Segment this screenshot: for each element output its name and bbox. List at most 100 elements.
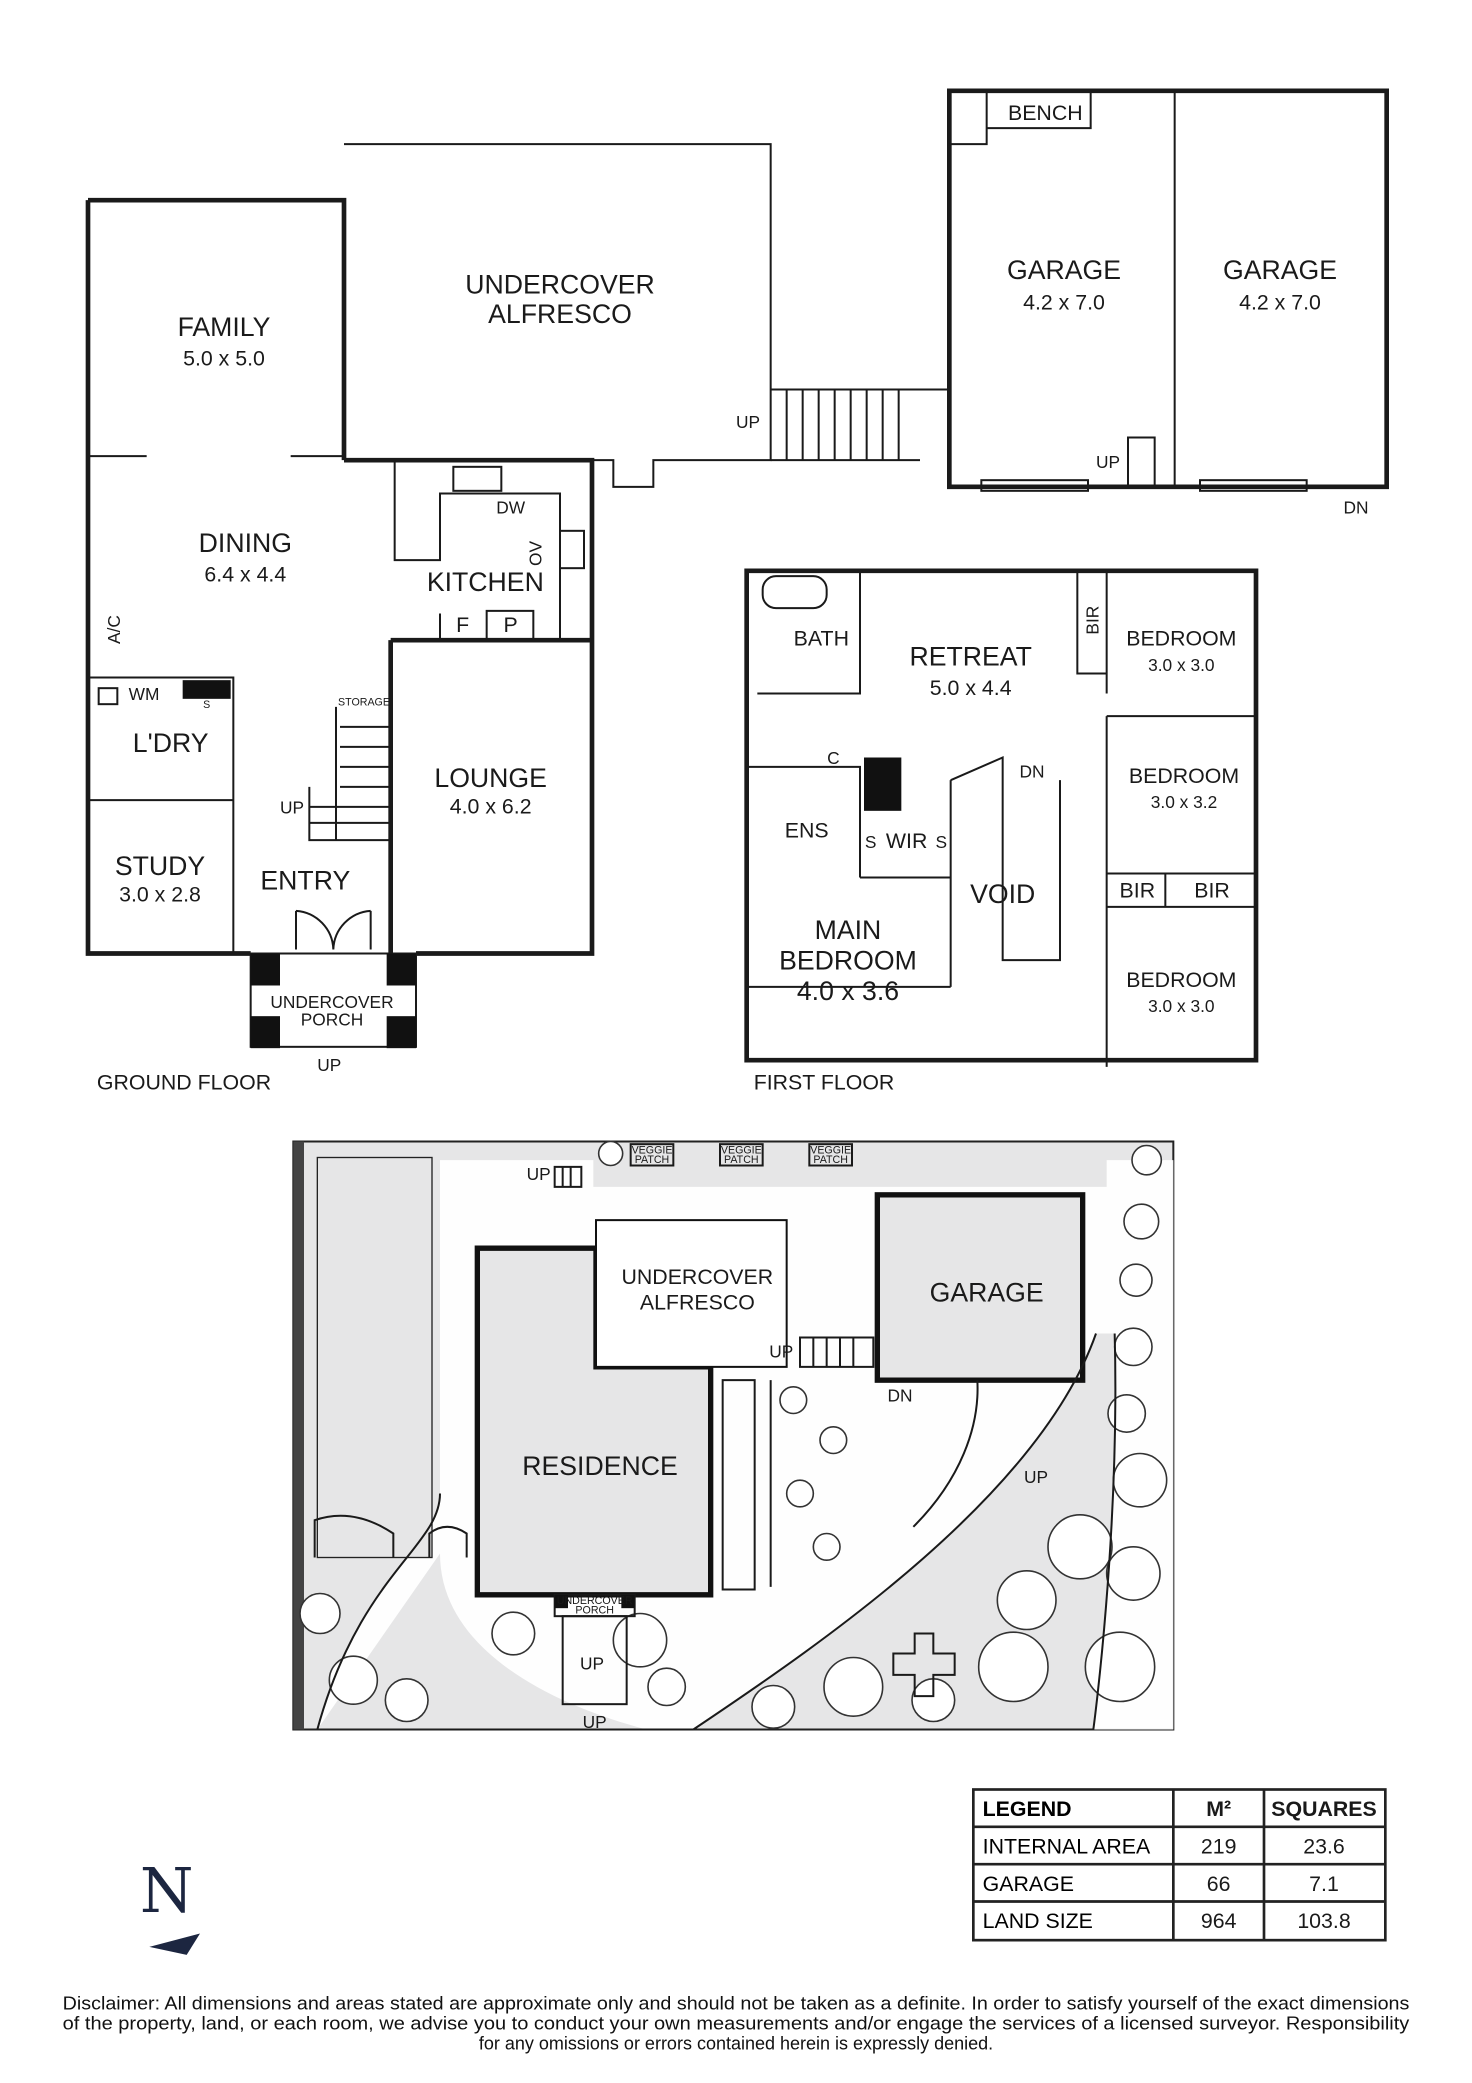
site-porch-label: UNDERCOVER	[557, 1595, 633, 1607]
room-label-bath: BATH	[794, 627, 849, 651]
room-size-bedroom-3: 3.0 x 3.0	[1148, 996, 1214, 1016]
garage-up-label: UP	[1096, 452, 1120, 472]
garage-step	[1127, 436, 1156, 488]
north-compass-icon: N	[140, 1856, 200, 1955]
bir-label-1: BIR	[1083, 606, 1103, 635]
bir-label-3: BIR	[1194, 879, 1230, 903]
fridge-label: F	[456, 613, 469, 637]
site-up-label: UP	[580, 1654, 604, 1674]
room-size-garage-1: 4.2 x 7.0	[1023, 291, 1105, 315]
pantry-fridge	[439, 609, 535, 642]
veggie-label: PATCH	[813, 1154, 848, 1166]
room-label-study: STUDY	[115, 851, 206, 881]
alfresco-footprint	[595, 1219, 788, 1368]
site-up-label: UP	[1024, 1467, 1048, 1487]
site-alfresco-label: UNDERCOVER	[621, 1265, 773, 1289]
site-garage-label: GARAGE	[930, 1278, 1044, 1308]
garage-dn-label: DN	[1343, 498, 1368, 518]
wm-label: WM	[129, 684, 160, 704]
room-label-kitchen: KITCHEN	[427, 567, 544, 597]
storage-label: STORAGE	[338, 697, 390, 709]
laundry-cabinet	[182, 680, 231, 699]
porch-path	[561, 1615, 628, 1706]
legend-row-m2: 219	[1201, 1835, 1237, 1859]
room-size-family: 5.0 x 5.0	[183, 347, 265, 371]
room-label-laundry: L'DRY	[133, 728, 209, 758]
cupboard-label: C	[827, 748, 840, 768]
site-up-label: UP	[527, 1164, 551, 1184]
stairs-outline	[308, 706, 390, 842]
room-label-alfresco-2: ALFRESCO	[488, 299, 632, 329]
room-label-main-bedroom: BEDROOM	[779, 946, 917, 976]
room-label-bedroom-3: BEDROOM	[1126, 968, 1236, 992]
alfresco-steps	[785, 389, 900, 461]
laundry-study-wall	[88, 676, 235, 954]
room-size-lounge: 4.0 x 6.2	[450, 795, 532, 819]
legend-header: LEGEND	[983, 1797, 1072, 1821]
cooktop-icon	[559, 529, 585, 570]
disclaimer-line: of the property, land, or each room, we …	[63, 2014, 1410, 2034]
room-size-dining: 6.4 x 4.4	[204, 563, 286, 587]
site-plan: VEGGIE PATCH VEGGIE PATCH VEGGIE PATCH	[292, 1140, 1175, 1732]
room-label-lounge: LOUNGE	[434, 763, 547, 793]
veggie-label: VEGGIE	[632, 1145, 673, 1157]
first-floor-title: FIRST FLOOR	[754, 1071, 895, 1095]
lounge-wall	[388, 637, 592, 954]
room-label-entry: ENTRY	[260, 866, 350, 896]
alfresco-steps-outline	[770, 388, 950, 462]
veggie-label: PATCH	[724, 1154, 759, 1166]
veggie-label: VEGGIE	[721, 1145, 762, 1157]
room-label-garage-2: GARAGE	[1223, 255, 1337, 285]
legend-header-squares: SQUARES	[1271, 1797, 1376, 1821]
legend-row-label: INTERNAL AREA	[983, 1835, 1151, 1859]
driveway-lines	[440, 1380, 979, 1731]
porch-up-label: UP	[317, 1055, 341, 1075]
disclaimer-line: Disclaimer: All dimensions and areas sta…	[63, 1994, 1410, 2014]
site-up-label: UP	[583, 1712, 607, 1732]
site-dn-label: DN	[887, 1386, 912, 1406]
room-size-main-bedroom: 4.0 x 3.6	[797, 976, 899, 1006]
legend-table: LEGEND M² SQUARES INTERNAL AREA 219 23.6…	[971, 1788, 1387, 1942]
room-label-wir: WIR	[886, 829, 927, 853]
chimney	[864, 757, 902, 811]
fence	[293, 1141, 304, 1730]
legend-row-label: LAND SIZE	[983, 1909, 1093, 1933]
site-porch-label-2: PORCH	[575, 1605, 613, 1617]
room-size-retreat: 5.0 x 4.4	[930, 676, 1012, 700]
porch-outline	[249, 952, 417, 1048]
legend-row-m2: 964	[1201, 1909, 1237, 1933]
room-label-ensuite: ENS	[785, 819, 829, 843]
room-label-porch-2: PORCH	[301, 1010, 364, 1030]
bathtub-icon	[761, 575, 828, 610]
bedroom-partitions	[1076, 570, 1256, 1067]
veggie-label: PATCH	[635, 1154, 670, 1166]
legend-header-m2: M²	[1206, 1797, 1231, 1821]
site-alfresco-label-2: ALFRESCO	[640, 1291, 755, 1315]
room-size-garage-2: 4.2 x 7.0	[1239, 291, 1321, 315]
disclaimer: Disclaimer: All dimensions and areas sta…	[63, 1994, 1410, 2054]
room-label-bedroom-2: BEDROOM	[1129, 764, 1239, 788]
room-label-main: MAIN	[815, 915, 882, 945]
stairs	[309, 725, 390, 824]
veggie-label: VEGGIE	[810, 1145, 851, 1157]
legend-row-squares: 103.8	[1297, 1909, 1350, 1933]
side-lawn	[316, 1156, 433, 1559]
room-label-dining: DINING	[199, 528, 292, 558]
room-size-bedroom-1: 3.0 x 3.0	[1148, 655, 1214, 675]
shelf-label-1: S	[865, 832, 877, 852]
stairs-up-label: UP	[280, 798, 304, 818]
alfresco-up-label: UP	[736, 412, 760, 432]
legend-row-label: GARAGE	[983, 1872, 1074, 1896]
room-label-bedroom-1: BEDROOM	[1126, 627, 1236, 651]
gate	[313, 1514, 468, 1558]
room-label-family: FAMILY	[178, 312, 271, 342]
north-label: N	[140, 1856, 194, 1927]
room-label-void: VOID	[970, 879, 1035, 909]
room-label-porch: UNDERCOVER	[270, 992, 393, 1012]
stairs-dn-label: DN	[1019, 762, 1044, 782]
ground-floor-title: GROUND FLOOR	[97, 1071, 271, 1095]
legend-row-squares: 23.6	[1303, 1835, 1345, 1859]
pantry-label: P	[504, 613, 518, 637]
disclaimer-line: for any omissions or errors contained he…	[479, 2034, 993, 2054]
